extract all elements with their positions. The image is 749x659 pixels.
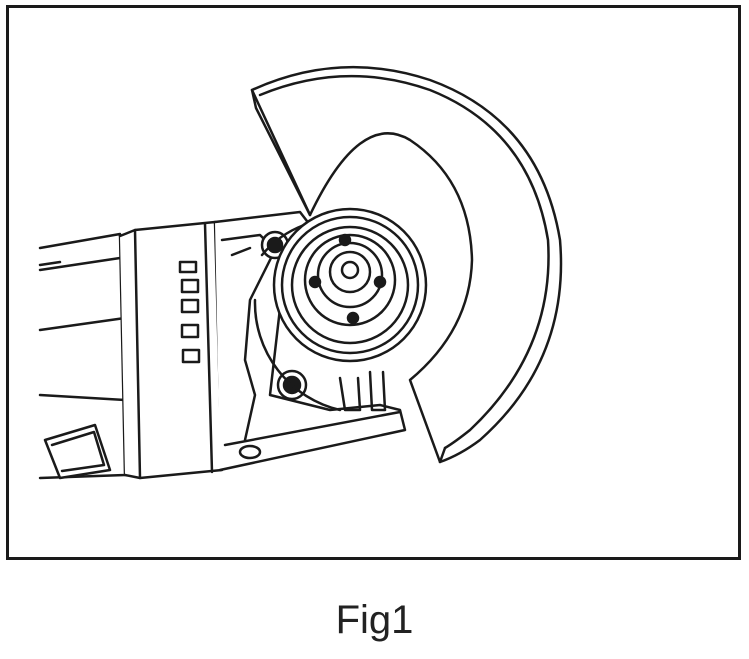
motor-housing: [38, 232, 127, 480]
disc-guard: [250, 65, 563, 464]
gear-head: [213, 210, 407, 472]
switch-collar: [118, 220, 224, 480]
figure-caption: Fig1: [335, 598, 414, 642]
spindle-flange: [272, 207, 428, 363]
